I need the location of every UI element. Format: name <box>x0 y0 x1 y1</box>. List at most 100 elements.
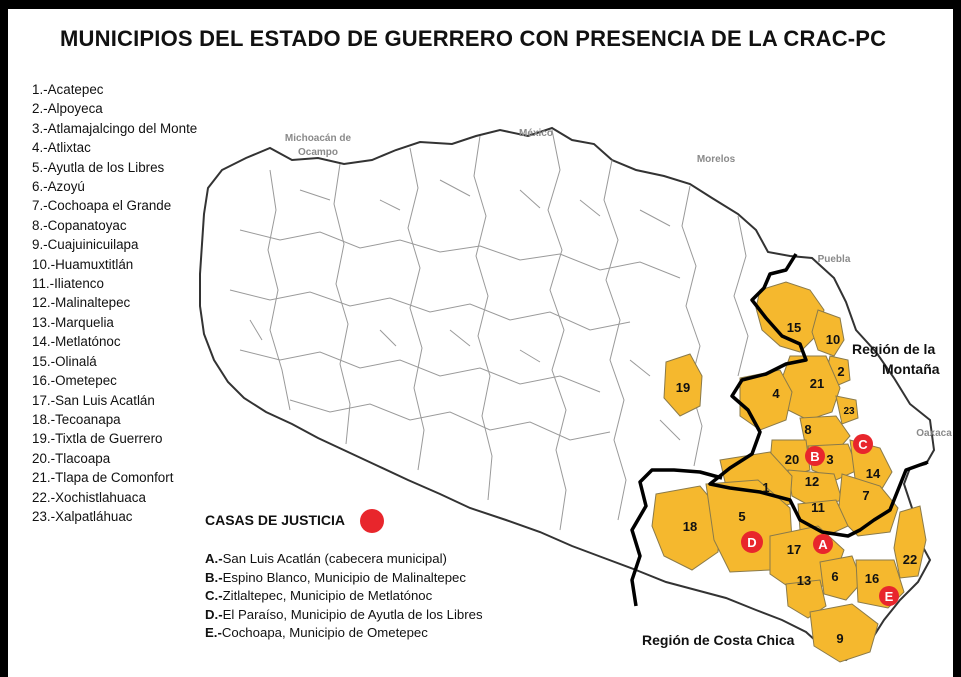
casa-list-item: B.-Espino Blanco, Municipio de Malinalte… <box>205 569 483 588</box>
map-title: MUNICIPIOS DEL ESTADO DE GUERRERO CON PR… <box>60 26 887 51</box>
municipality-list-item: 14.-Metlatónoc <box>32 334 121 350</box>
map-number-14: 14 <box>866 466 881 481</box>
municipality-list-item: 21.-Tlapa de Comonfort <box>32 470 174 486</box>
map-number-8: 8 <box>804 422 811 437</box>
region-boundaries <box>630 253 929 607</box>
map-number-4: 4 <box>772 386 780 401</box>
casa-list-item: E.-Cochoapa, Municipio de Ometepec <box>205 624 483 643</box>
municipality-list-item: 10.-Huamuxtitlán <box>32 256 134 272</box>
municipality-10 <box>811 309 845 357</box>
state-label-oaxaca: Oaxaca <box>916 428 952 439</box>
region-label-montana-1: Región de la <box>852 341 935 357</box>
municipality-list-item: 22.-Xochistlahuaca <box>32 489 146 505</box>
map-number-9: 9 <box>836 631 843 646</box>
municipality-15 <box>755 281 825 353</box>
municipality-list-item: 8.-Copanatoyac <box>32 217 127 233</box>
map-number-7: 7 <box>862 488 869 503</box>
map-number-16: 16 <box>865 571 879 586</box>
map-number-3: 3 <box>826 452 833 467</box>
municipality-numbers: 15 10 2 21 4 23 19 8 20 3 14 12 7 1 11 1… <box>676 320 917 646</box>
municipality-list-item: 23.-Xalpatláhuac <box>32 508 133 524</box>
svg-text:A: A <box>818 537 828 552</box>
map-number-18: 18 <box>683 519 697 534</box>
casa-list-text: San Luis Acatlán (cabecera municipal) <box>222 551 447 566</box>
casa-list-text: Zitlaltepec, Municipio de Metlatónoc <box>222 588 433 604</box>
map-number-1: 1 <box>762 480 769 495</box>
svg-text:C: C <box>858 437 868 452</box>
municipality-6 <box>819 555 863 601</box>
state-label-michoacan-2: Ocampo <box>298 147 338 158</box>
map-number-11: 11 <box>811 500 825 515</box>
municipality-list-item: 6.-Azoyú <box>32 179 85 195</box>
casa-marker-c: C <box>853 434 873 454</box>
casa-list-letter: C.- <box>205 588 223 604</box>
municipality-list: 1.-Acatepec 2.-Alpoyeca 3.-Atlamajalcingo … <box>32 80 197 526</box>
municipality-list-item: 5.-Ayutla de los Libres <box>32 159 165 175</box>
map-number-21: 21 <box>810 376 824 391</box>
municipality-22 <box>893 505 927 579</box>
map-number-15: 15 <box>787 320 801 335</box>
casa-legend-marker-icon <box>360 509 384 533</box>
municipality-list-item: 9.-Cuajuinicuilapa <box>32 237 139 253</box>
map-number-22: 22 <box>903 552 917 567</box>
region-label-costa-chica: Región de Costa Chica <box>642 632 795 648</box>
municipality-borders <box>229 129 749 531</box>
casa-markers: A B C D E <box>741 434 899 606</box>
casa-marker-a: A <box>813 534 833 554</box>
municipality-list-item: 7.-Cochoapa el Grande <box>32 198 172 214</box>
casa-list-text: El Paraíso, Municipio de Ayutla de los L… <box>222 606 483 622</box>
municipality-9 <box>809 603 879 663</box>
municipality-list-item: 18.-Tecoanapa <box>32 411 121 427</box>
casa-marker-e: E <box>879 586 899 606</box>
map-number-13: 13 <box>797 573 811 588</box>
state-label-puebla: Puebla <box>818 254 851 265</box>
state-label-mexico: México <box>519 128 553 139</box>
map-number-19: 19 <box>676 380 690 395</box>
municipality-23 <box>835 395 859 425</box>
casa-list-item: D.-El Paraíso, Municipio de Ayutla de lo… <box>205 606 483 625</box>
casa-marker-d: D <box>741 531 763 553</box>
casa-list-letter: D.- <box>205 606 223 622</box>
svg-text:E: E <box>885 589 894 604</box>
municipality-list-item: 17.-San Luis Acatlán <box>32 392 155 408</box>
map-number-2: 2 <box>837 364 844 379</box>
municipality-4 <box>739 369 793 431</box>
casa-list-letter: B.- <box>205 569 223 585</box>
svg-text:D: D <box>747 535 756 550</box>
map-number-6: 6 <box>831 569 838 584</box>
region-label-montana-2: Montaña <box>882 361 940 377</box>
casa-list-item: C.-Zitlaltepec, Municipio de Metlatónoc <box>205 587 483 606</box>
municipality-19 <box>663 353 703 417</box>
state-label-morelos: Morelos <box>697 154 736 165</box>
map-number-5: 5 <box>738 509 745 524</box>
municipality-list-item: 2.-Alpoyeca <box>32 101 103 117</box>
municipality-list-item: 13.-Marquelia <box>32 314 114 330</box>
casa-marker-b: B <box>805 446 825 466</box>
map-number-12: 12 <box>805 474 819 489</box>
costa-chica-boundary <box>630 468 723 607</box>
montana-boundary <box>708 253 929 538</box>
municipality-list-item: 3.-Atlamajalcingo del Monte <box>32 120 198 136</box>
legend-title: CASAS DE JUSTICIA <box>205 512 346 528</box>
casa-list-letter: A.- <box>205 551 223 566</box>
map-number-17: 17 <box>787 542 801 557</box>
municipality-list-item: 16.-Ometepec <box>32 373 117 389</box>
municipality-list-item: 1.-Acatepec <box>32 82 104 97</box>
map-number-23: 23 <box>843 406 855 417</box>
municipality-list-item: 11.-Iliatenco <box>32 276 104 292</box>
casa-list-letter: E.- <box>205 625 222 641</box>
state-label-michoacan: Michoacán de <box>285 133 352 144</box>
municipality-list-item: 20.-Tlacoapa <box>32 450 111 466</box>
municipality-18 <box>651 485 721 571</box>
casa-list-item: A.-San Luis Acatlán (cabecera municipal) <box>205 550 483 569</box>
municipality-list-item: 4.-Atlixtac <box>32 140 91 156</box>
map-number-10: 10 <box>826 332 840 347</box>
municipality-list-item: 19.-Tixtla de Guerrero <box>32 431 163 447</box>
region-labels: Región de la Montaña Región de Costa Chi… <box>642 341 940 648</box>
neighbor-state-labels: Michoacán de Ocampo México Morelos Puebl… <box>285 128 952 439</box>
casas-list: A.-San Luis Acatlán (cabecera municipal)… <box>205 550 483 643</box>
municipality-list-item: 15.-Olinalá <box>32 353 97 369</box>
map-number-20: 20 <box>785 452 799 467</box>
